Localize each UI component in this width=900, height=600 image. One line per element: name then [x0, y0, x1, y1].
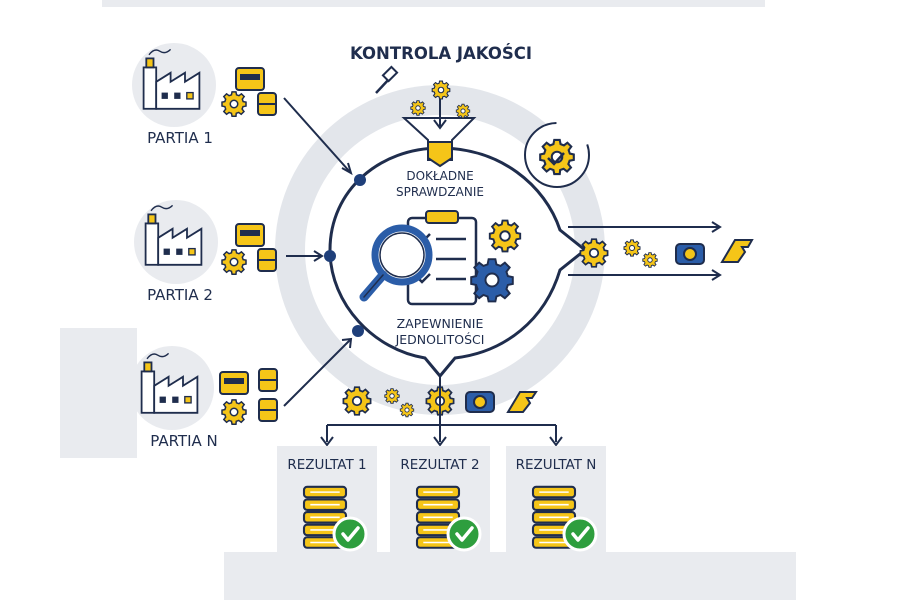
batch-label: PARTIA N — [150, 432, 218, 450]
bottom-parts-row — [342, 386, 538, 418]
left-gray-panel — [60, 328, 137, 458]
gear-icon — [623, 239, 641, 257]
result-n: REZULTAT N — [506, 446, 606, 554]
funnel-icon — [401, 117, 477, 168]
bracket-icon — [720, 239, 754, 263]
gear-icon — [455, 103, 471, 119]
entry-dot — [352, 325, 364, 337]
canister-icon — [257, 248, 277, 272]
entry-dot — [324, 250, 336, 262]
bottom-gray-panel — [224, 552, 796, 600]
center-bottom-label-2: JEDNOLITOŚCI — [395, 332, 485, 347]
entry-dot — [354, 174, 366, 186]
result-2: REZULTAT 2 — [390, 446, 490, 554]
gear-icon — [579, 238, 609, 268]
top-gray-strip — [102, 0, 765, 7]
gear-icon — [410, 100, 426, 116]
check-icon — [562, 516, 598, 552]
check-icon — [332, 516, 368, 552]
center-bottom-label-1: ZAPEWNIENIE — [397, 316, 484, 331]
gear-icon — [539, 138, 575, 176]
gear-icon — [399, 402, 415, 418]
result-1: REZULTAT 1 — [277, 446, 377, 554]
check-icon — [446, 516, 482, 552]
box-icon — [235, 67, 265, 91]
gear-icon — [221, 91, 247, 117]
gear-icon — [342, 386, 372, 416]
center-top-label-1: DOKŁADNE — [406, 169, 473, 183]
box-icon — [235, 223, 265, 247]
gear-icon — [384, 388, 400, 404]
output-right — [524, 122, 754, 281]
part-icon — [465, 391, 495, 413]
canister-icon — [258, 368, 278, 392]
center-top-label-2: SPRAWDZANIE — [396, 185, 484, 199]
part-icon — [675, 243, 705, 265]
gear-icon — [488, 219, 522, 253]
gear-icon — [221, 399, 247, 425]
batch-2: PARTIA 2 — [134, 200, 324, 304]
magnifier-icon — [359, 224, 433, 302]
batch-label: PARTIA 2 — [147, 286, 213, 304]
box-icon — [219, 371, 249, 395]
batch-label: PARTIA 1 — [147, 129, 213, 147]
canister-icon — [258, 398, 278, 422]
result-label: REZULTAT 1 — [287, 457, 366, 473]
result-label: REZULTAT N — [516, 457, 597, 473]
hammer-icon — [375, 65, 399, 94]
gear-icon — [642, 252, 658, 268]
canister-icon — [257, 92, 277, 116]
gear-icon — [470, 258, 514, 303]
gear-icon — [431, 80, 451, 100]
result-label: REZULTAT 2 — [400, 457, 479, 473]
batch-1: PARTIA 1 — [132, 43, 353, 176]
gear-icon — [221, 249, 247, 275]
batch-n: PARTIA N — [130, 337, 353, 450]
bracket-icon — [506, 391, 538, 413]
diagram-title: KONTROLA JAKOŚCI — [350, 44, 532, 63]
distribution-arrows — [320, 376, 563, 447]
